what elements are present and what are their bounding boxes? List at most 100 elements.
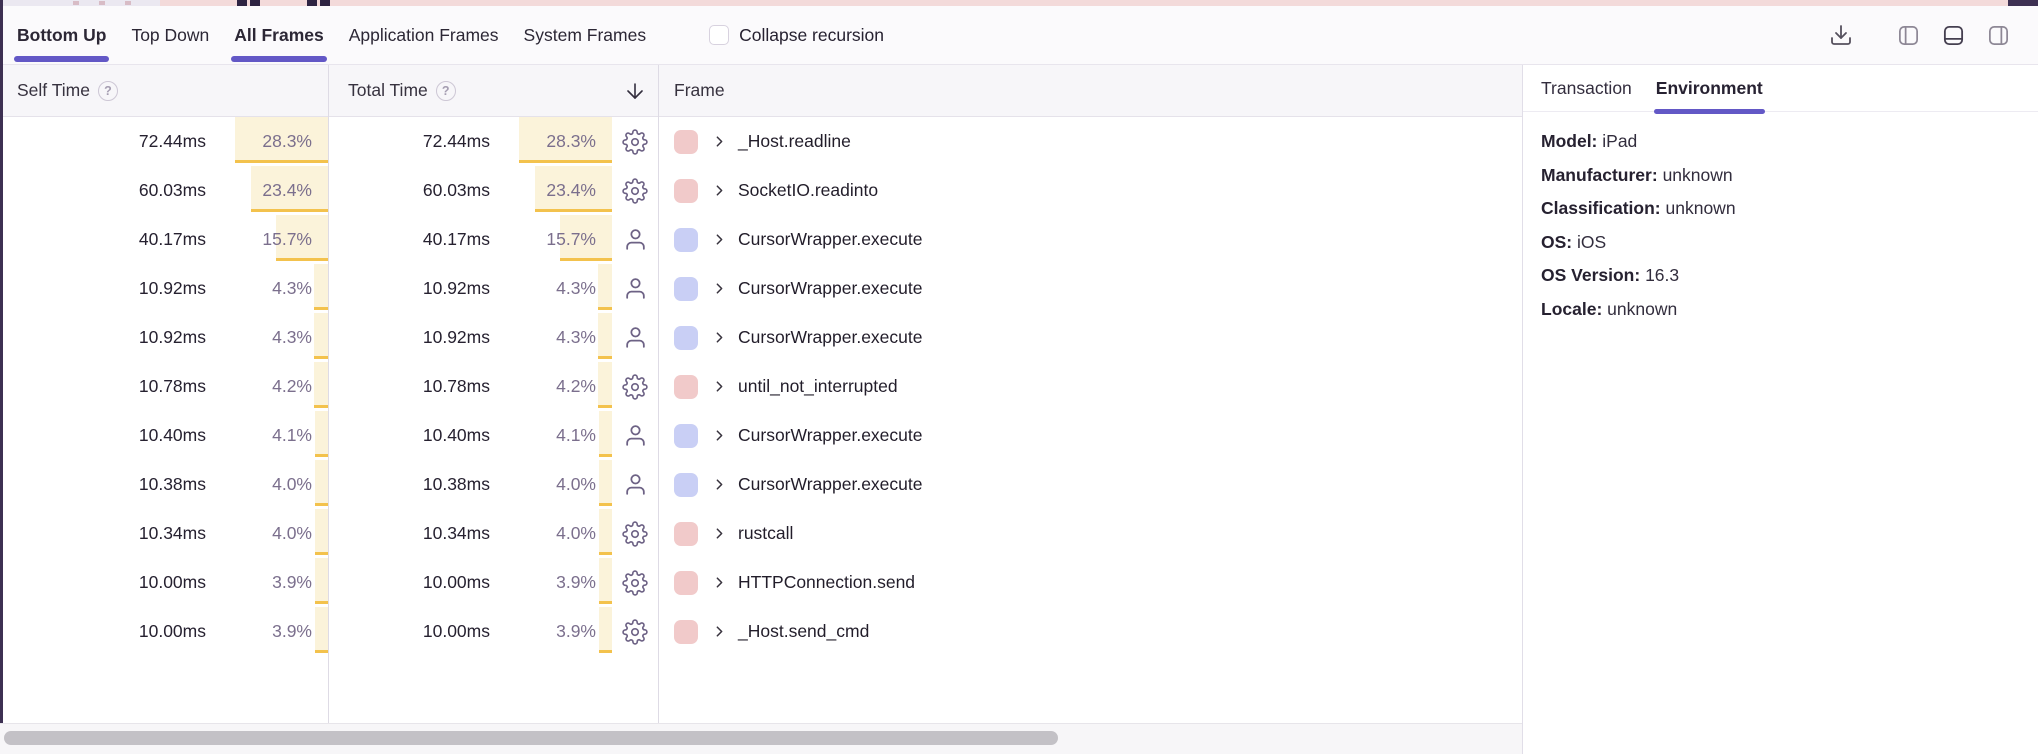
- chevron-right-icon[interactable]: [711, 329, 728, 346]
- self-time-value: 10.00ms: [138, 621, 206, 641]
- panel-tab-environment[interactable]: Environment: [1653, 65, 1765, 114]
- expand-chevron[interactable]: [711, 231, 728, 248]
- total-time-percent-cell: 4.0%: [502, 460, 612, 509]
- total-time-cell: 10.34ms 4.0%: [328, 509, 658, 558]
- frame-type-icon-zone: [612, 472, 658, 497]
- self-time-header[interactable]: Self Time ?: [3, 80, 328, 101]
- total-time-header-label: Total Time: [348, 80, 428, 100]
- expand-chevron[interactable]: [711, 476, 728, 493]
- tab-bottom-up[interactable]: Bottom Up: [14, 6, 110, 64]
- chevron-right-icon[interactable]: [711, 280, 728, 297]
- table-row[interactable]: 10.38ms 4.0% 10.38ms 4.0% CursorWrapper.…: [3, 460, 1522, 509]
- tab-system-frames[interactable]: System Frames: [524, 6, 647, 64]
- expand-chevron[interactable]: [711, 378, 728, 395]
- field-value: 16.3: [1645, 265, 1680, 285]
- total-time-cell: 10.00ms 3.9%: [328, 558, 658, 607]
- total-time-percent-cell: 23.4%: [502, 166, 612, 215]
- field-value: iOS: [1577, 231, 1607, 252]
- self-time-percent-cell: 3.9%: [218, 607, 328, 656]
- expand-chevron[interactable]: [711, 525, 728, 542]
- total-time-value: 10.38ms: [422, 474, 490, 494]
- sort-desc-arrow-icon[interactable]: [623, 79, 647, 103]
- table-row[interactable]: 10.92ms 4.3% 10.92ms 4.3% CursorWrapper.…: [3, 313, 1522, 362]
- frame-type-icon-zone: [612, 520, 658, 547]
- total-time-percent-cell: 28.3%: [502, 117, 612, 166]
- frame-color-swatch: [674, 129, 698, 154]
- frame-name: CursorWrapper.execute: [738, 278, 923, 298]
- self-time-percent: 4.2%: [272, 376, 312, 396]
- gear-icon: [622, 373, 648, 400]
- environment-field: Locale: unknown: [1541, 293, 2020, 327]
- total-time-value: 10.00ms: [422, 621, 490, 641]
- chevron-right-icon[interactable]: [711, 525, 728, 542]
- total-time-value: 72.44ms: [422, 131, 490, 151]
- percent-bar: [313, 264, 328, 310]
- total-time-value: 10.00ms: [422, 572, 490, 592]
- expand-chevron[interactable]: [711, 574, 728, 591]
- self-time-value: 40.17ms: [138, 229, 206, 249]
- table-row[interactable]: 10.00ms 3.9% 10.00ms 3.9% HTTPConnection…: [3, 558, 1522, 607]
- table-row[interactable]: 72.44ms 28.3% 72.44ms 28.3% _Host.readli…: [3, 117, 1522, 166]
- frame-name: CursorWrapper.execute: [738, 327, 923, 347]
- expand-chevron[interactable]: [711, 623, 728, 640]
- chevron-right-icon[interactable]: [711, 574, 728, 591]
- total-time-value: 10.78ms: [422, 376, 490, 396]
- download-icon[interactable]: [1829, 23, 1853, 47]
- help-icon[interactable]: ?: [97, 80, 118, 101]
- frame-name: rustcall: [738, 523, 794, 543]
- total-time-value: 60.03ms: [422, 180, 490, 200]
- frame-type-icon-zone: [612, 325, 658, 350]
- chevron-right-icon[interactable]: [711, 182, 728, 199]
- table-row[interactable]: 10.34ms 4.0% 10.34ms 4.0% rustcall: [3, 509, 1522, 558]
- expand-chevron[interactable]: [711, 182, 728, 199]
- table-row[interactable]: 10.00ms 3.9% 10.00ms 3.9% _Host.send_cmd: [3, 607, 1522, 656]
- column-divider[interactable]: [328, 65, 329, 723]
- table-row[interactable]: 60.03ms 23.4% 60.03ms 23.4% SocketIO.rea…: [3, 166, 1522, 215]
- environment-field: Manufacturer: unknown: [1541, 159, 2020, 193]
- split-bottom-icon[interactable]: [1942, 24, 1965, 47]
- frame-header[interactable]: Frame: [658, 80, 1522, 101]
- table-row[interactable]: 40.17ms 15.7% 40.17ms 15.7% CursorWrappe…: [3, 215, 1522, 264]
- tab-top-down[interactable]: Top Down: [131, 6, 209, 64]
- field-label: Model:: [1541, 131, 1598, 151]
- table-row[interactable]: 10.40ms 4.1% 10.40ms 4.1% CursorWrapper.…: [3, 411, 1522, 460]
- split-left-icon[interactable]: [1897, 24, 1920, 47]
- table-row[interactable]: 10.78ms 4.2% 10.78ms 4.2% until_not_inte…: [3, 362, 1522, 411]
- expand-chevron[interactable]: [711, 427, 728, 444]
- expand-chevron[interactable]: [711, 133, 728, 150]
- field-label: Classification:: [1541, 198, 1661, 218]
- frame-color-swatch: [674, 374, 698, 399]
- collapse-recursion-checkbox[interactable]: [709, 25, 730, 45]
- user-icon: [625, 474, 645, 495]
- total-time-value: 40.17ms: [422, 229, 490, 249]
- tab-all-frames[interactable]: All Frames: [231, 6, 327, 64]
- self-time-value: 10.78ms: [138, 376, 206, 396]
- frame-header-label: Frame: [674, 80, 725, 100]
- total-time-percent: 3.9%: [556, 572, 596, 592]
- self-time-cell: 10.92ms 4.3%: [3, 313, 328, 362]
- split-right-icon[interactable]: [1987, 24, 2010, 47]
- chevron-right-icon[interactable]: [711, 623, 728, 640]
- horizontal-scrollbar-thumb[interactable]: [4, 731, 1058, 745]
- horizontal-scrollbar-track[interactable]: [0, 723, 1522, 754]
- tab-application-frames[interactable]: Application Frames: [349, 6, 499, 64]
- total-time-cell: 10.00ms 3.9%: [328, 607, 658, 656]
- column-divider[interactable]: [658, 65, 659, 723]
- frame-cell: CursorWrapper.execute: [658, 313, 1522, 362]
- table-row[interactable]: 10.92ms 4.3% 10.92ms 4.3% CursorWrapper.…: [3, 264, 1522, 313]
- total-time-header[interactable]: Total Time ?: [328, 79, 658, 103]
- chevron-right-icon[interactable]: [711, 427, 728, 444]
- expand-chevron[interactable]: [711, 329, 728, 346]
- panel-tab-transaction[interactable]: Transaction: [1541, 65, 1632, 111]
- frame-name: SocketIO.readinto: [738, 180, 879, 200]
- help-icon[interactable]: ?: [435, 80, 456, 101]
- percent-bar: [314, 460, 328, 506]
- field-label: Locale:: [1541, 298, 1603, 319]
- chevron-right-icon[interactable]: [711, 378, 728, 395]
- total-time-cell: 10.40ms 4.1%: [328, 411, 658, 460]
- chevron-right-icon[interactable]: [711, 476, 728, 493]
- frame-cell: until_not_interrupted: [658, 362, 1522, 411]
- expand-chevron[interactable]: [711, 280, 728, 297]
- chevron-right-icon[interactable]: [711, 231, 728, 248]
- chevron-right-icon[interactable]: [711, 133, 728, 150]
